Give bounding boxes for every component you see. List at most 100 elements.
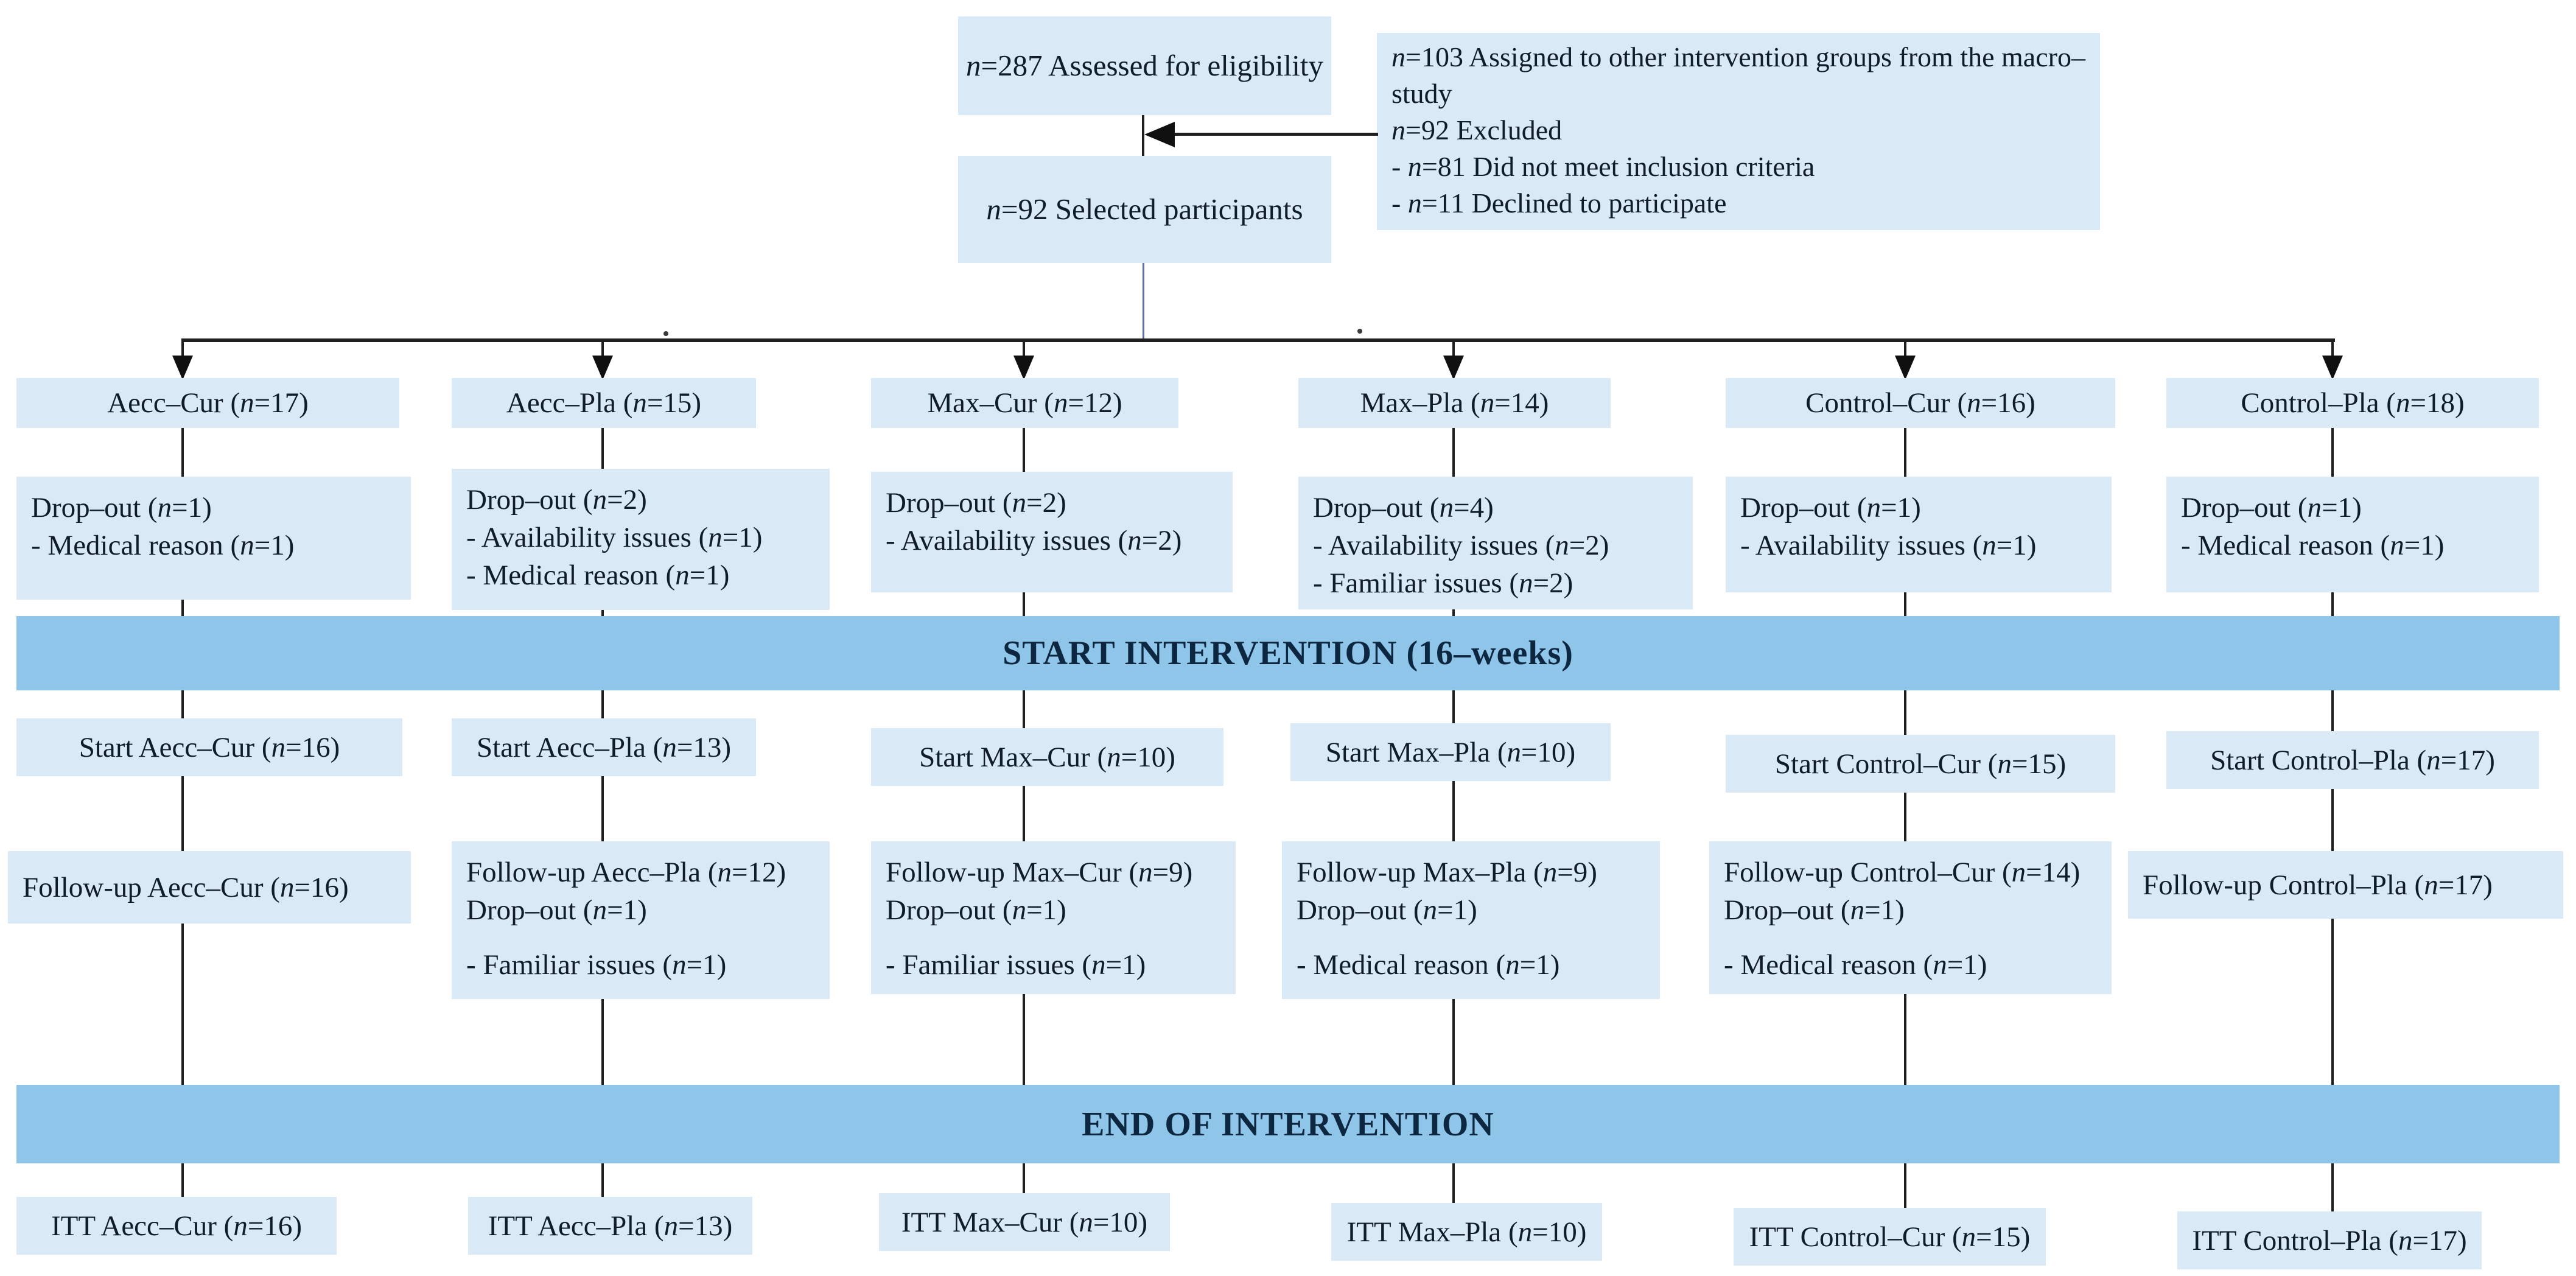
exclusion-line: n=103 Assigned to other intervention gro… [1391, 41, 2085, 109]
connector-line [1904, 592, 1906, 616]
group-box-control-cur: Control–Cur (n=16) [1726, 378, 2115, 428]
dropout-box: Drop–out (n=2) - Availability issues (n=… [452, 469, 830, 610]
connector-line [601, 776, 604, 841]
start-box-max-cur: Start Max–Cur (n=10) [871, 728, 1223, 786]
arrow-down-icon [592, 356, 613, 380]
itt-box-max-pla: ITT Max–Pla (n=10) [1331, 1203, 1602, 1261]
followup-line: Drop–out (n=1) [466, 894, 647, 926]
connector-line [601, 338, 604, 358]
exclusion-line: n=92 Excluded [1391, 114, 1563, 145]
followup-box: Follow-up Aecc–Cur (n=16) [8, 851, 411, 924]
dropout-box: Drop–out (n=2) - Availability issues (n=… [871, 472, 1233, 592]
assessed-box: n=287 Assessed for eligibility [958, 16, 1331, 115]
followup-line: Follow-up Aecc–Pla (n=12) [466, 857, 786, 888]
branch-line [183, 338, 2335, 342]
followup-line: Follow-up Aecc–Cur (n=16) [23, 871, 349, 903]
connector-line [1904, 793, 1906, 841]
followup-box: Follow-up Max–Cur (n=9) Drop–out (n=1) -… [871, 841, 1236, 994]
dropout-line: Drop–out (n=1) [31, 492, 212, 524]
connector-line [181, 1163, 184, 1197]
itt-box-control-pla: ITT Control–Pla (n=17) [2177, 1211, 2482, 1269]
followup-line: - Medical reason (n=1) [1297, 949, 1560, 981]
followup-box: Follow-up Aecc–Pla (n=12) Drop–out (n=1)… [452, 841, 830, 999]
connector-line [1452, 999, 1455, 1085]
start-box-control-pla: Start Control–Pla (n=17) [2166, 731, 2539, 789]
selected-box: n=92 Selected participants [958, 156, 1331, 263]
group-box-aecc-pla: Aecc–Pla (n=15) [452, 378, 756, 428]
itt-box-aecc-pla: ITT Aecc–Pla (n=13) [468, 1197, 752, 1255]
dropout-line: Drop–out (n=2) [886, 487, 1066, 519]
connector-line [2331, 690, 2334, 731]
connector-line [601, 999, 604, 1085]
connector-line [2331, 338, 2334, 358]
connector-line [601, 690, 604, 718]
connector-line [1175, 133, 1378, 136]
start-box-aecc-pla: Start Aecc–Pla (n=13) [452, 718, 756, 776]
dropout-line: - Familiar issues (n=2) [1313, 567, 1573, 599]
dropout-line: - Medical reason (n=1) [2181, 530, 2445, 561]
connector-line [2331, 592, 2334, 616]
dropout-box: Drop–out (n=4) - Availability issues (n=… [1298, 477, 1693, 609]
connector-line [1023, 786, 1025, 841]
start-intervention-banner: START INTERVENTION (16–weeks) [16, 616, 2560, 690]
connector-line [1023, 1163, 1025, 1193]
dropout-line: Drop–out (n=1) [2181, 492, 2362, 524]
connector-line [1023, 690, 1025, 728]
connector-line [2331, 1163, 2334, 1211]
group-box-control-pla: Control–Pla (n=18) [2166, 378, 2539, 428]
dropout-line: - Medical reason (n=1) [466, 559, 730, 591]
connector-line [1023, 428, 1025, 472]
arrow-down-icon [172, 356, 193, 380]
connector-line [1023, 994, 1025, 1085]
connector-line [181, 690, 184, 718]
connector-line [2331, 919, 2334, 1085]
group-box-aecc-cur: Aecc–Cur (n=17) [16, 378, 399, 428]
followup-line: Drop–out (n=1) [1297, 894, 1477, 926]
connector-line [1904, 690, 1906, 735]
followup-line: Follow-up Control–Cur (n=14) [1724, 857, 2081, 888]
followup-box: Follow-up Control–Pla (n=17) [2128, 851, 2563, 919]
dropout-line: - Availability issues (n=1) [466, 522, 763, 553]
followup-line: Follow-up Max–Cur (n=9) [886, 857, 1193, 888]
stray-mark [1357, 329, 1362, 334]
connector-line [181, 776, 184, 851]
dropout-line: - Medical reason (n=1) [31, 530, 295, 561]
dropout-box: Drop–out (n=1) - Availability issues (n=… [1726, 477, 2112, 592]
connector-line [1452, 690, 1455, 723]
dropout-line: - Availability issues (n=2) [1313, 530, 1609, 561]
connector-line [2331, 428, 2334, 477]
start-box-control-cur: Start Control–Cur (n=15) [1726, 735, 2115, 793]
connector-line-selected [1143, 263, 1144, 340]
followup-line: Follow-up Control–Pla (n=17) [2143, 869, 2493, 901]
dropout-line: - Availability issues (n=1) [1740, 530, 2037, 561]
connector-line [1904, 1163, 1906, 1208]
connector-line [1142, 115, 1144, 156]
connector-line [601, 610, 604, 616]
connector-line [1452, 1163, 1455, 1203]
start-box-max-pla: Start Max–Pla (n=10) [1290, 723, 1611, 781]
exclusion-line: - n=11 Declined to participate [1391, 188, 1727, 219]
connector-line [1452, 609, 1455, 616]
connector-line [181, 924, 184, 1085]
connector-line [1023, 592, 1025, 616]
followup-box: Follow-up Max–Pla (n=9) Drop–out (n=1) -… [1282, 841, 1660, 999]
exclusion-line: - n=81 Did not meet inclusion criteria [1391, 151, 1815, 182]
itt-box-aecc-cur: ITT Aecc–Cur (n=16) [16, 1197, 337, 1255]
arrow-down-icon [1895, 356, 1916, 380]
stray-mark [663, 331, 668, 336]
connector-line [1452, 338, 1455, 358]
arrow-down-icon [2322, 356, 2343, 380]
connector-line [1904, 338, 1906, 358]
followup-line: - Familiar issues (n=1) [886, 949, 1146, 981]
end-intervention-banner: END OF INTERVENTION [16, 1085, 2560, 1163]
followup-line: Drop–out (n=1) [886, 894, 1066, 926]
connector-line [181, 600, 184, 616]
dropout-line: Drop–out (n=2) [466, 484, 647, 516]
group-box-max-cur: Max–Cur (n=12) [871, 378, 1178, 428]
connector-line [181, 428, 184, 477]
arrow-down-icon [1013, 356, 1034, 380]
dropout-line: Drop–out (n=1) [1740, 492, 1921, 524]
followup-line: - Familiar issues (n=1) [466, 949, 727, 981]
connector-line [181, 338, 184, 358]
